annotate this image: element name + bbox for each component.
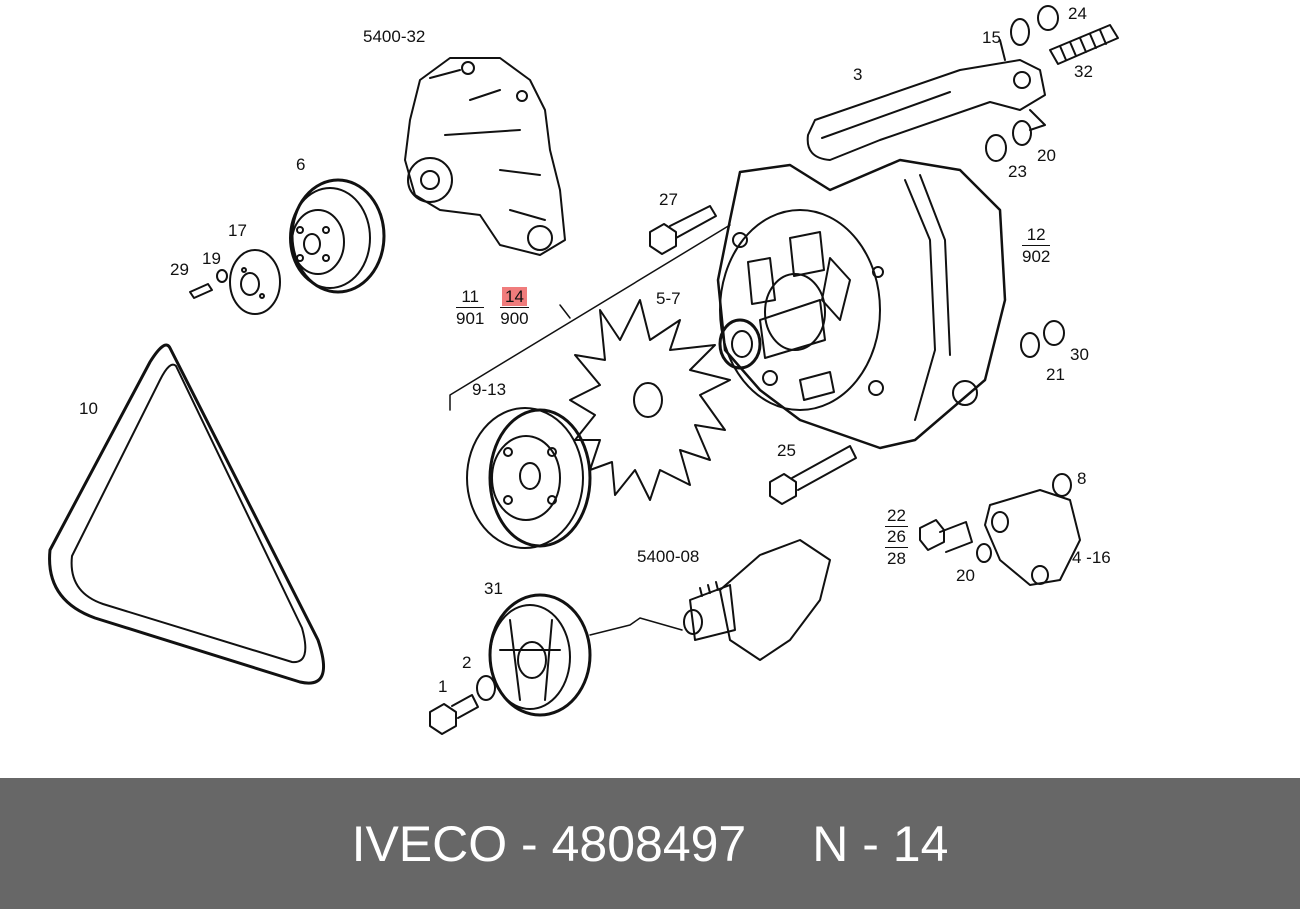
callout-15: 15 [982, 28, 1001, 47]
callout-27: 27 [659, 190, 678, 209]
callout-9-13: 9-13 [472, 380, 507, 399]
stack-item-28: 28 [887, 549, 906, 568]
callout-5-7: 5-7 [656, 289, 681, 308]
footer-bar: IVECO - 4808497 N - 14 [0, 778, 1300, 909]
callout-29: 29 [170, 260, 189, 279]
fan-5-7-drawing [569, 299, 731, 501]
bolt-25-drawing [769, 445, 857, 505]
callout-14-900-highlighted: 14 900 [500, 287, 529, 328]
fraction-denominator: 902 [1022, 247, 1051, 266]
fraction-numerator: 11 [456, 287, 485, 308]
callout-2: 2 [462, 653, 472, 672]
stack-item-22: 22 [885, 506, 908, 527]
pulley-6-drawing [289, 178, 386, 294]
bolt-27-drawing [649, 205, 717, 255]
crankshaft-drawing [683, 539, 831, 661]
callout-8: 8 [1077, 469, 1087, 488]
callout-20-lower: 20 [956, 566, 975, 585]
callout-30: 30 [1070, 345, 1089, 364]
diagram-drawing [48, 5, 1119, 735]
footer-caption: IVECO - 4808497 N - 14 [0, 778, 1300, 909]
leader-lines-drawing [449, 224, 731, 411]
part-number: IVECO - 4808497 [351, 815, 747, 872]
highlight-marker: 14 [502, 287, 527, 306]
fraction-denominator: 900 [500, 309, 529, 328]
callout-25: 25 [777, 441, 796, 460]
callout-crankshaft: 5400-08 [637, 547, 700, 566]
callout-10: 10 [79, 399, 98, 418]
fraction-denominator: 901 [456, 309, 485, 328]
callout-22-26-28: 22 26 28 [885, 506, 908, 568]
callout-6: 6 [296, 155, 306, 174]
callout-17: 17 [228, 221, 247, 240]
stack-item-26: 26 [885, 527, 908, 548]
callout-3: 3 [853, 65, 863, 84]
callout-32: 32 [1074, 62, 1093, 81]
bolt-1-washer-2-drawing [429, 675, 496, 735]
fraction-numerator: 12 [1022, 225, 1051, 246]
bracket-3-drawing [806, 39, 1046, 161]
pulley-9-13-drawing [466, 407, 592, 549]
exploded-parts-diagram: 5400-32 24 15 32 3 23 20 6 27 17 19 29 5… [48, 4, 1119, 735]
callout-water-pump: 5400-32 [363, 27, 426, 46]
callout-20-upper: 20 [1037, 146, 1056, 165]
hardware-21-30-drawing [1020, 320, 1065, 358]
callout-11-901: 11 901 [456, 287, 485, 328]
hardware-top-right-drawing [985, 5, 1119, 162]
callout-31: 31 [484, 579, 503, 598]
callout-21: 21 [1046, 365, 1065, 384]
diagram-reference: N - 14 [812, 815, 949, 872]
callout-12-902: 12 902 [1022, 225, 1051, 266]
fraction-numerator-highlighted: 14 [500, 287, 529, 308]
small-parts-left-drawing [189, 249, 281, 315]
callout-19: 19 [202, 249, 221, 268]
callout-4-16: 4 -16 [1072, 548, 1111, 567]
callout-1: 1 [438, 677, 448, 696]
alternator-drawing [716, 158, 1007, 450]
bracket-4-16-drawing [919, 473, 1081, 586]
callout-23: 23 [1008, 162, 1027, 181]
v-belt-drawing [48, 343, 326, 685]
callout-24: 24 [1068, 4, 1087, 23]
pulley-31-drawing [488, 593, 683, 717]
water-pump-drawing [404, 57, 566, 256]
